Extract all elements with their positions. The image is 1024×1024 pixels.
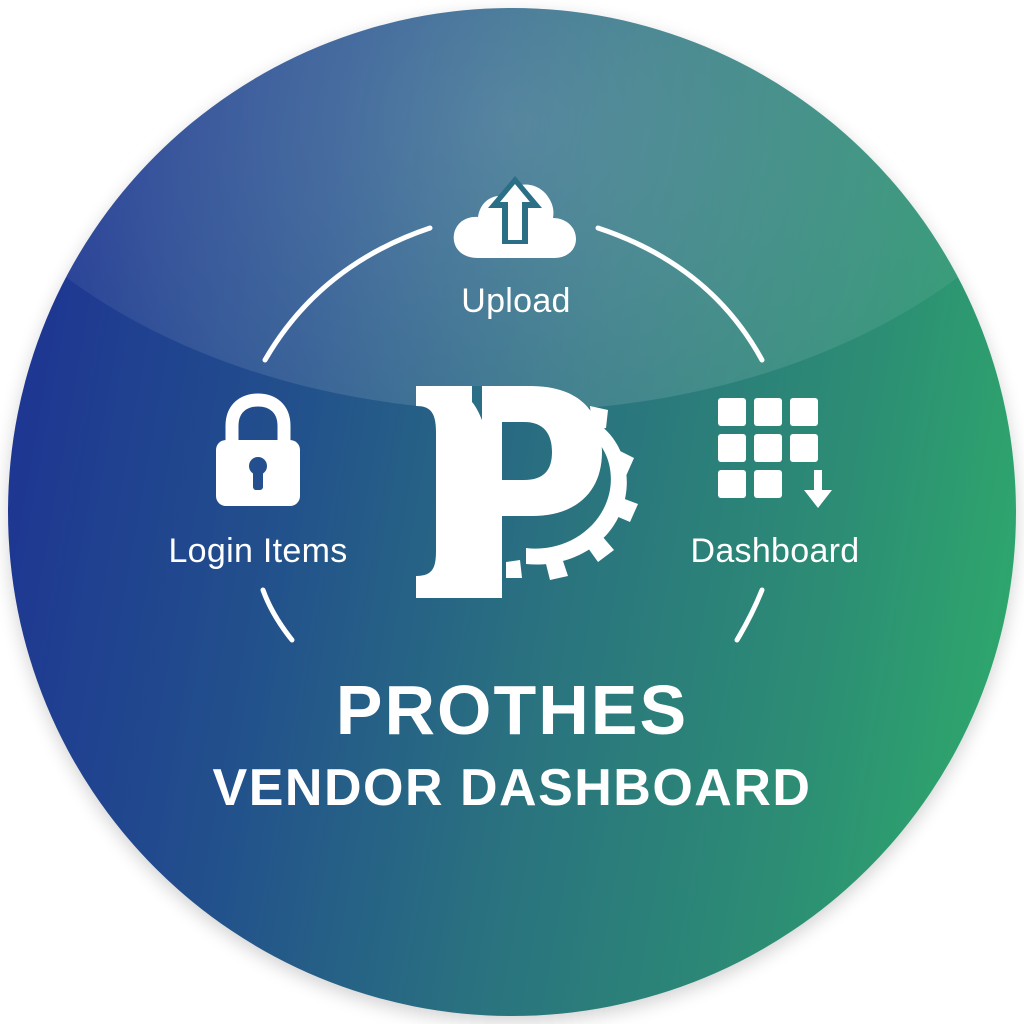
padlock-icon [216,393,300,506]
ring-arc-top-right [595,225,765,363]
grid-download-icon [718,398,832,508]
feature-label-dashboard: Dashboard [690,532,860,570]
feature-label-upload: Upload [461,282,571,320]
ring-arc-bottom-right [734,587,765,643]
brand-subtitle: VENDOR DASHBOARD [212,759,812,817]
brand-name: PROTHES [335,671,689,749]
ring-arc-top-left [262,225,433,363]
cloud-upload-icon [453,176,576,258]
ring-arc-bottom-left [260,587,295,643]
p-gear-logo-icon [416,386,638,598]
feature-label-login-items: Login Items [168,532,348,570]
